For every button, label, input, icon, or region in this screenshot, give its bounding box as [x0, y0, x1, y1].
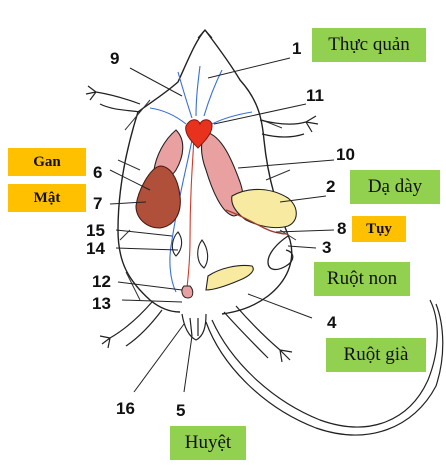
bladder — [181, 285, 194, 299]
label-number-12: 12 — [92, 272, 111, 291]
label-number-7: 7 — [93, 194, 102, 213]
label-number-14: 14 — [86, 239, 105, 258]
small-intestine — [267, 235, 294, 271]
label-number-16: 16 — [116, 399, 135, 418]
label-number-1: 1 — [292, 39, 301, 58]
label-number-3: 3 — [322, 238, 331, 257]
front-right-leg — [259, 115, 319, 138]
large-intestine — [205, 264, 254, 291]
hind-left-leg — [99, 301, 163, 349]
kidney-right — [197, 239, 209, 269]
skin-flap-left — [117, 99, 151, 301]
rat-tail — [205, 299, 444, 436]
cloaca-region — [181, 313, 207, 341]
leader-lines — [109, 57, 335, 393]
front-left-leg — [85, 85, 141, 113]
label-mat: Mật — [8, 184, 86, 212]
label-number-4: 4 — [327, 313, 337, 332]
label-da-day: Dạ dày — [350, 170, 440, 204]
label-number-10: 10 — [336, 145, 355, 164]
heart — [185, 119, 213, 149]
label-ruot-gia: Ruột già — [326, 338, 426, 372]
label-number-8: 8 — [337, 219, 346, 238]
label-ruot-non: Ruột non — [314, 262, 410, 296]
label-number-13: 13 — [92, 294, 111, 313]
label-number-6: 6 — [93, 163, 102, 182]
label-number-9: 9 — [110, 49, 119, 68]
rat-body-outline — [117, 29, 293, 315]
label-number-11: 11 — [306, 86, 324, 105]
kidney-left — [171, 231, 183, 257]
blood-vessels — [149, 65, 253, 293]
label-thuc-quan: Thực quản — [312, 28, 426, 62]
label-tuy: Tụy — [352, 216, 406, 242]
label-number-15: 15 — [86, 221, 105, 240]
label-huyet: Huyệt — [170, 426, 246, 460]
label-number-5: 5 — [176, 401, 185, 420]
label-gan: Gan — [8, 148, 86, 176]
label-number-2: 2 — [326, 177, 335, 196]
hind-right-leg — [223, 305, 293, 363]
liver — [135, 165, 181, 229]
pancreas — [225, 209, 289, 235]
stomach — [231, 188, 297, 229]
rat-nose — [197, 29, 213, 39]
